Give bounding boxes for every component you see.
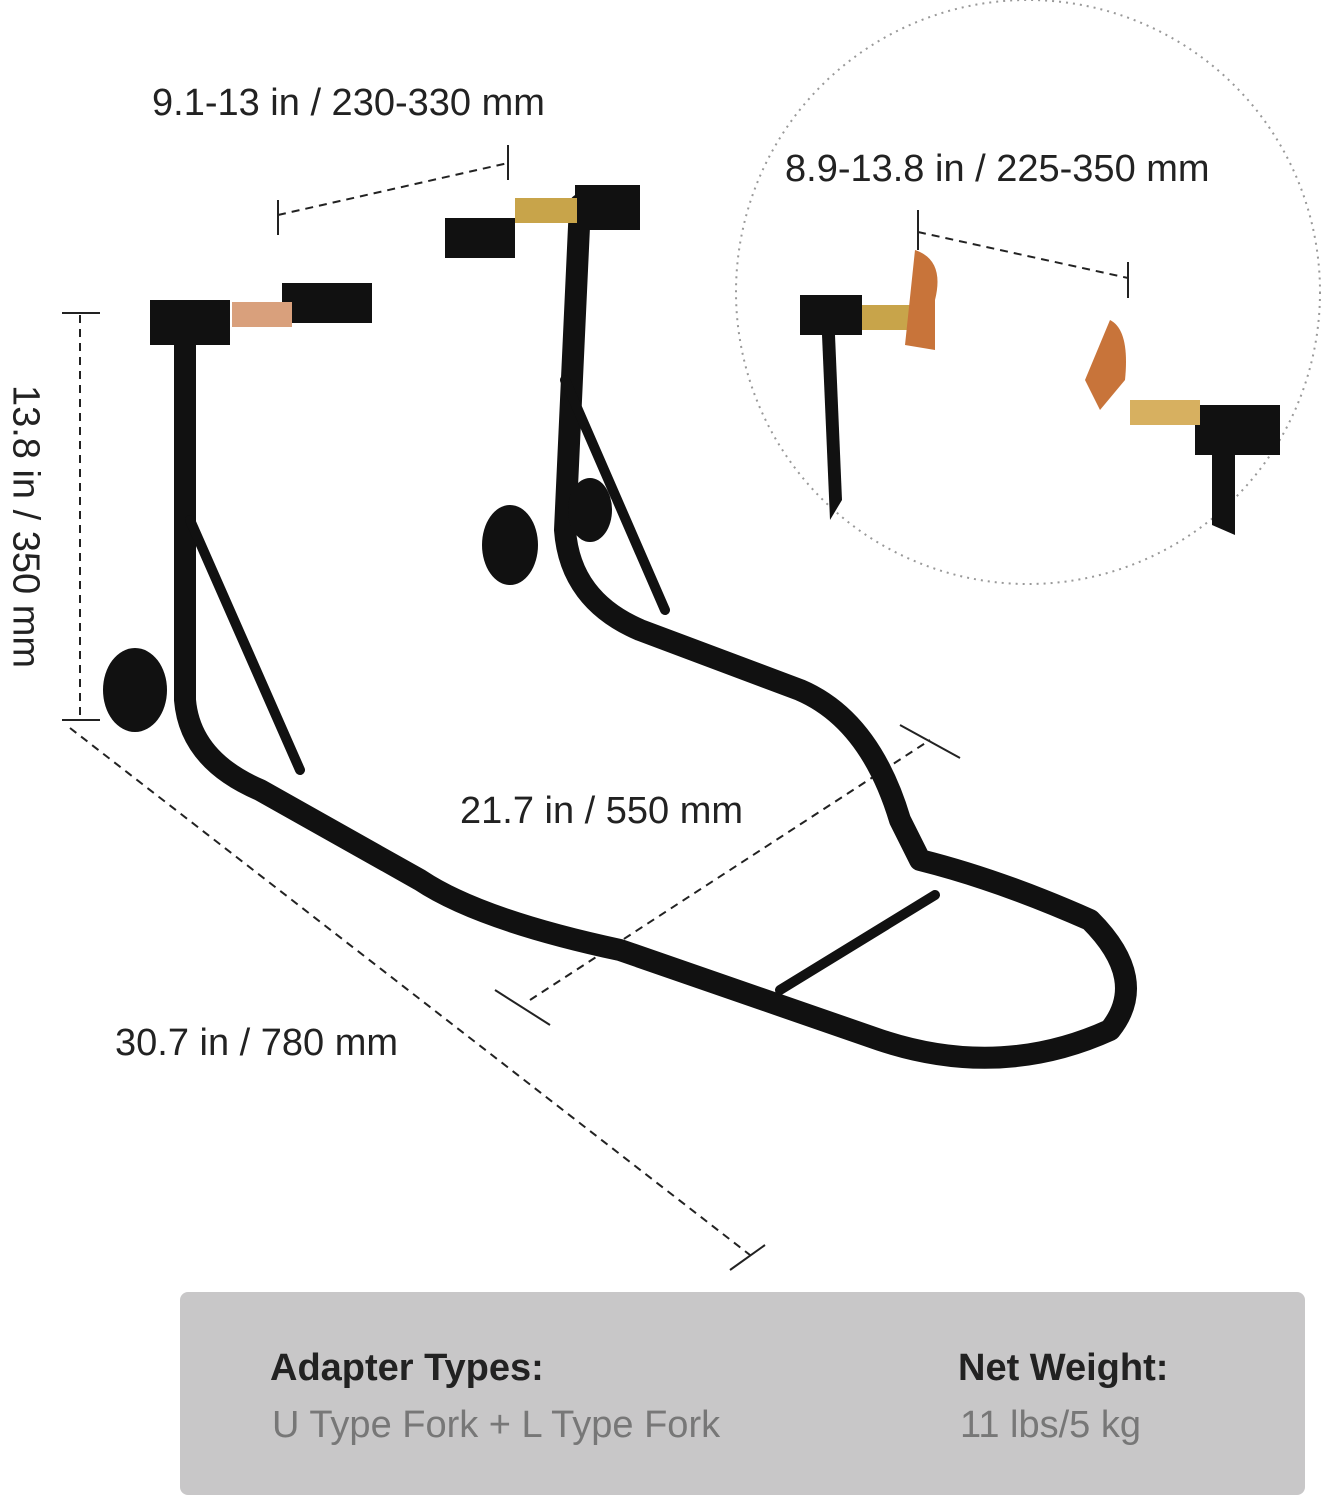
inset-circle [735,0,1321,585]
wheel [103,648,167,732]
inner-width-label: 21.7 in / 550 mm [460,790,744,832]
pad-width-label: 9.1-13 in / 230-330 mm [152,82,545,124]
length-label: 30.7 in / 780 mm [115,1022,399,1064]
net-weight-value: 11 lbs/5 kg [960,1404,1141,1446]
adapters [232,198,1200,425]
adapter-types-heading: Adapter Types: [270,1347,544,1389]
stand-frame [174,194,1137,1069]
height-label: 13.8 in / 350 mm [4,384,47,669]
wheel [482,505,538,585]
net-weight-heading: Net Weight: [958,1347,1169,1389]
spec-panel: Adapter Types: U Type Fork + L Type Fork… [180,1292,1305,1495]
fork-width-label: 8.9-13.8 in / 225-350 mm [785,148,1210,190]
dimension-lines [62,145,1129,1271]
stand-parts [103,185,1280,732]
adapter-types-value: U Type Fork + L Type Fork [272,1404,721,1446]
